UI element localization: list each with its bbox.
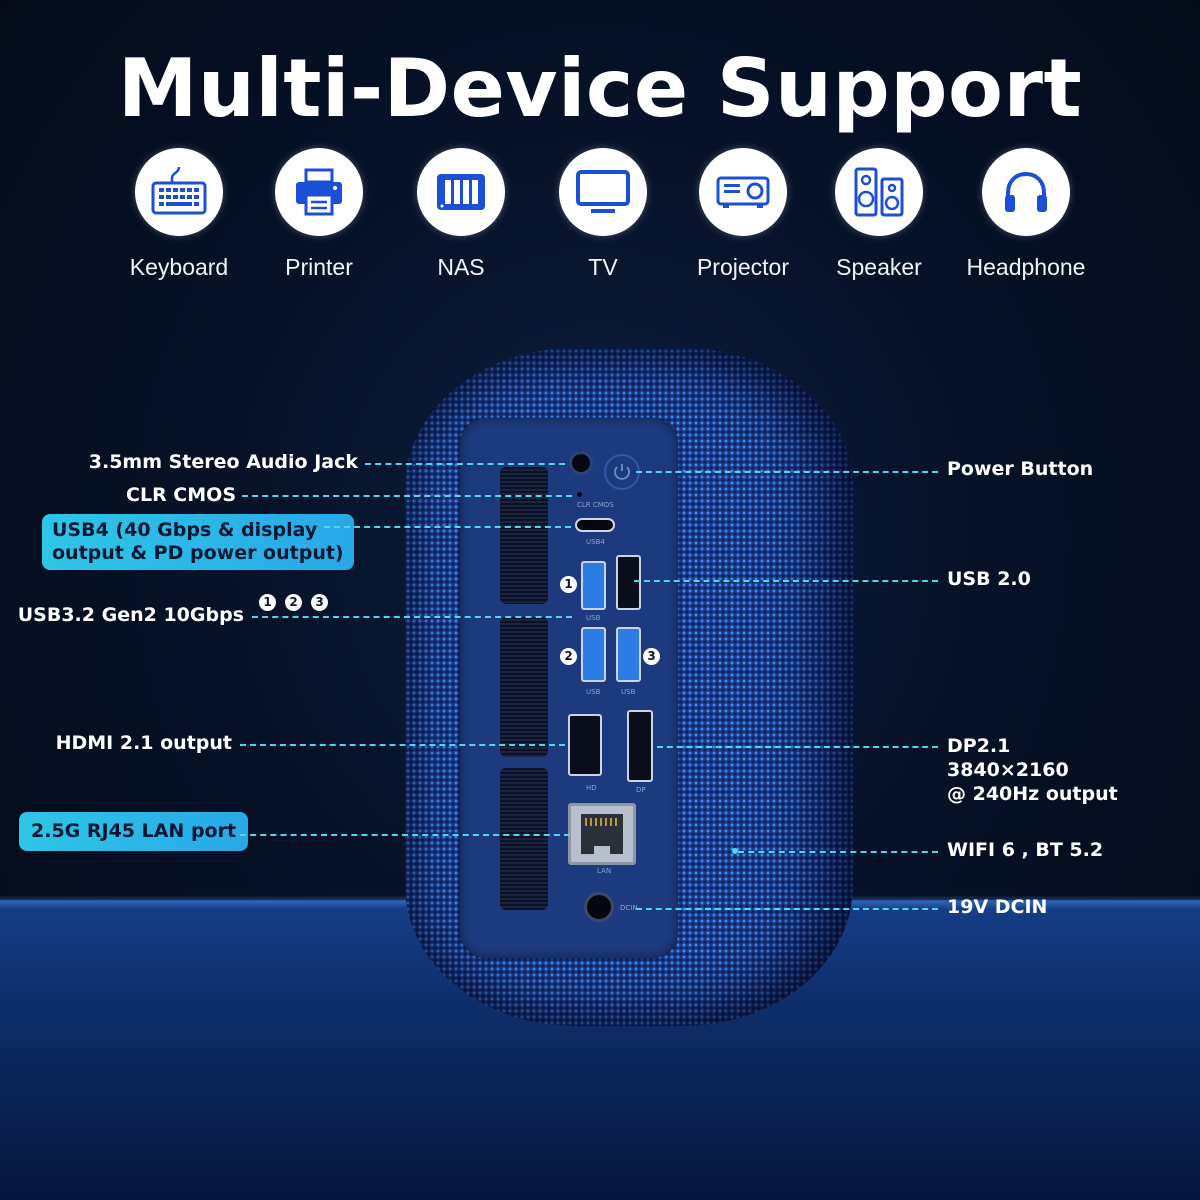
callout-dp-line3: @ 240Hz output [947,783,1118,805]
device-projector: Projector [678,148,808,281]
callout-wifi: WIFI 6 , BT 5.2 [947,839,1104,861]
device-keyboard: Keyboard [114,148,244,281]
dp-panel-label: DP [636,786,646,794]
usb-panel-label: USB [586,688,601,696]
port-number-badge: 1 [560,576,577,593]
lan-panel-label: LAN [597,867,612,875]
device-label: Headphone [966,254,1086,280]
leader-line [636,908,938,910]
projector-icon [699,148,787,236]
leader-line [324,526,571,528]
port-number-badge: 1 [259,594,276,611]
callout-dcin: 19V DCIN [947,896,1048,918]
device-tv: TV [538,148,668,281]
leader-line [252,616,572,618]
leader-dot [732,848,738,854]
usb32-port-1 [581,561,606,610]
vent-grille [500,768,548,910]
device-speaker: Speaker [814,148,944,281]
page-title: Multi-Device Support [117,42,1083,135]
leader-line [242,495,572,497]
vent-grille [500,617,548,757]
leader-line [636,471,938,473]
dp-port [627,710,653,782]
leader-line [365,463,565,465]
speaker-icon [835,148,923,236]
callout-hdmi: HDMI 2.1 output [55,732,232,754]
hdmi-port [568,714,602,776]
clr-cmos-panel-label: CLR CMOS [577,501,614,509]
printer-icon [275,148,363,236]
usb20-port [616,555,641,610]
hdmi-panel-label: HD [586,784,597,792]
leader-line [240,744,565,746]
port-number-badge: 3 [643,648,660,665]
callout-usb4-line2: output & PD power output) [52,542,344,564]
callout-dp-line2: 3840×2160 [947,759,1069,781]
clr-cmos-pinhole [577,492,582,497]
audio-jack-port [572,454,590,472]
dcin-panel-label: DCIN [620,904,638,912]
usb-panel-label: USB [621,688,636,696]
callout-usb4-line1: USB4 (40 Gbps & display [52,519,318,541]
device-label: TV [588,254,618,280]
dc-in-port [584,892,614,922]
device-headphone: Headphone [961,148,1091,281]
port-number-badge: 2 [285,594,302,611]
ethernet-jack-icon [581,814,623,854]
callout-usb20: USB 2.0 [947,568,1031,590]
power-icon [614,464,630,480]
keyboard-icon [135,148,223,236]
device-label: NAS [437,254,485,280]
rj45-lan-port [568,803,636,865]
leader-line [657,746,938,748]
port-number-badge: 2 [560,648,577,665]
device-label: Printer [285,254,353,280]
port-number-badge: 3 [311,594,328,611]
callout-audio-jack: 3.5mm Stereo Audio Jack [88,451,358,473]
usb4-port [575,518,615,532]
nas-icon [417,148,505,236]
device-label: Keyboard [129,254,229,280]
callout-usb32: USB3.2 Gen2 10Gbps [17,604,244,626]
device-label: Speaker [836,254,922,280]
power-button[interactable] [604,454,640,490]
callout-dp-line1: DP2.1 [947,735,1011,757]
leader-line [738,851,938,853]
usb32-port-2 [581,627,606,682]
device-label: Projector [696,254,790,280]
device-nas: NAS [396,148,526,281]
leader-line [240,834,570,836]
rear-io-panel [460,418,678,958]
leader-line [634,580,938,582]
device-printer: Printer [254,148,384,281]
tv-icon [559,148,647,236]
vent-grille [500,467,548,604]
callout-dp: DP2.1 3840×2160 @ 240Hz output [947,734,1118,806]
callout-usb4: USB4 (40 Gbps & display output & PD powe… [42,514,354,570]
usb-panel-label: USB [586,614,601,622]
headphone-icon [982,148,1070,236]
usb32-port-3 [616,627,641,682]
usb4-panel-label: USB4 [586,538,605,546]
callout-power: Power Button [947,458,1094,480]
callout-clr-cmos: CLR CMOS [126,484,236,506]
callout-lan: 2.5G RJ45 LAN port [19,812,249,851]
